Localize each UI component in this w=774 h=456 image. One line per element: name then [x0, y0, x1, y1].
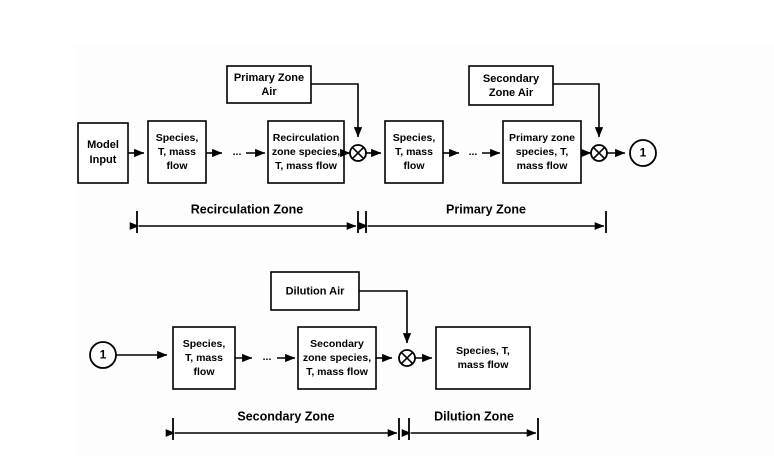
secondary-inlet-label-line2: T, mass	[185, 352, 223, 364]
model-input-label-line2: Input	[90, 154, 117, 166]
primary-inlet-state-box: Species, T, mass flow	[384, 120, 444, 184]
primary-zone-air-box: Primary Zone Air	[226, 65, 312, 104]
primary-zone-label-line3: mass flow	[517, 160, 569, 172]
primary-zone-air-label-line2: Air	[261, 86, 277, 98]
connector-out-circle: 1	[629, 139, 657, 167]
primary-zone-label-line2: species, T,	[516, 146, 569, 158]
secondary-zone-mixer-icon	[590, 144, 608, 162]
secondary-zone-air-label-line2: Zone Air	[489, 87, 534, 99]
dilution-air-connector	[359, 290, 412, 344]
dilution-outlet-label-line1: Species, T,	[456, 345, 510, 357]
primary-zone-label-line1: Primary zone	[509, 132, 575, 144]
secondary-inlet-label-line1: Species,	[183, 338, 226, 350]
secondary-inlet-label-line3: flow	[194, 366, 216, 378]
dilution-mixer-icon	[398, 349, 416, 367]
primary-zone-mixer-icon	[349, 144, 367, 162]
ellipsis-recirculation: ...	[233, 146, 242, 158]
recirc-zone-label-line3: T, mass flow	[275, 160, 338, 172]
secondary-zone-air-connector	[553, 83, 604, 138]
recirc-inlet-label-line3: flow	[167, 160, 189, 172]
primary-inlet-label-line2: T, mass	[395, 146, 433, 158]
primary-inlet-label-line1: Species,	[393, 132, 436, 144]
recirc-inlet-label-line1: Species,	[156, 132, 199, 144]
recirc-inlet-label-line2: T, mass	[158, 146, 196, 158]
secondary-zone-state-box: Secondary zone species, T, mass flow	[297, 326, 377, 390]
ellipsis-primary: ...	[469, 146, 478, 158]
connector-in-number: 1	[100, 348, 107, 362]
ellipsis-secondary: ...	[263, 351, 272, 363]
connector-out-number: 1	[640, 146, 647, 160]
recirc-zone-label-line1: Recirculation	[273, 132, 340, 144]
model-input-box: Model Input	[77, 122, 129, 184]
secondary-zone-air-label-line1: Secondary	[483, 73, 540, 85]
dilution-zone-label: Dilution Zone	[434, 409, 514, 423]
recirculation-inlet-state-box: Species, T, mass flow	[147, 120, 207, 184]
secondary-inlet-state-box: Species, T, mass flow	[172, 326, 236, 390]
recirc-zone-label-line2: zone species,	[272, 146, 340, 158]
secondary-zone-label-line3: T, mass flow	[306, 366, 369, 378]
model-input-label-line1: Model	[87, 139, 119, 151]
primary-zone-air-connector	[311, 83, 363, 138]
dilution-air-box: Dilution Air	[270, 271, 360, 311]
dilution-outlet-label-line2: mass flow	[458, 359, 510, 371]
connector-in-circle: 1	[89, 341, 117, 369]
primary-zone-label: Primary Zone	[446, 202, 526, 216]
dilution-air-label: Dilution Air	[286, 285, 346, 297]
primary-zone-air-label-line1: Primary Zone	[234, 72, 304, 84]
primary-zone-state-box: Primary zone species, T, mass flow	[502, 120, 582, 184]
secondary-zone-label-line1: Secondary	[310, 338, 364, 350]
secondary-zone-label: Secondary Zone	[237, 409, 334, 423]
primary-inlet-label-line3: flow	[404, 160, 426, 172]
secondary-zone-label-line2: zone species,	[303, 352, 371, 364]
dilution-outlet-state-box: Species, T, mass flow	[435, 326, 531, 390]
recirculation-zone-state-box: Recirculation zone species, T, mass flow	[267, 120, 345, 184]
recirculation-zone-label: Recirculation Zone	[191, 202, 304, 216]
secondary-zone-air-box: Secondary Zone Air	[468, 65, 554, 106]
